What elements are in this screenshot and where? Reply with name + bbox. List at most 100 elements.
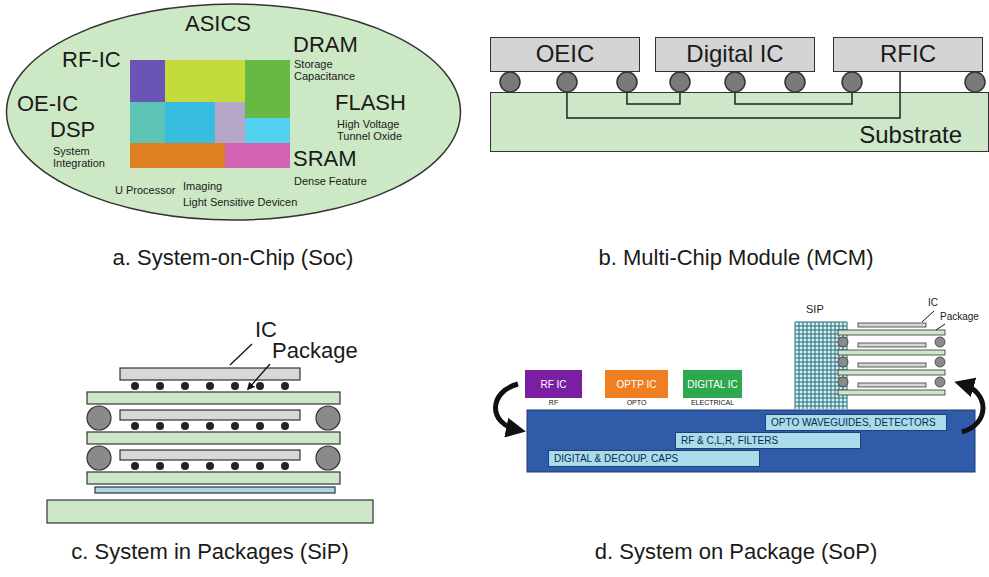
solder-bump (785, 72, 805, 92)
part-label: IC (928, 297, 938, 308)
micro-bump (131, 462, 139, 470)
micro-bump (131, 422, 139, 430)
solder-bump (617, 72, 637, 92)
box-label: OPTP IC (617, 379, 657, 390)
block (215, 102, 245, 143)
block (165, 60, 245, 102)
micro-bump (281, 382, 289, 390)
ic-chip: RF ICRF (525, 370, 582, 398)
micro-bump (181, 462, 189, 470)
solder-ball (935, 377, 945, 387)
sip-stack (47, 368, 373, 523)
adhesive-layer (95, 487, 335, 493)
solder-bump (965, 72, 985, 92)
grid-line (795, 322, 847, 323)
micro-bump (281, 422, 289, 430)
figure-caption: d. System on Package (SoP) (595, 540, 877, 564)
block-name: DRAM (293, 33, 358, 57)
package-board (87, 392, 340, 404)
box-label: Digital IC (686, 41, 783, 67)
micro-bump (181, 382, 189, 390)
ic-die (858, 383, 926, 387)
solder-bump (557, 72, 577, 92)
domain-label: OPTO (627, 399, 647, 407)
ic-die (858, 363, 926, 367)
leader-line (230, 344, 252, 365)
curved-arrow (496, 384, 519, 430)
leader-line (936, 324, 945, 330)
substrate-trace (735, 72, 852, 104)
micro-bump (131, 382, 139, 390)
soc-blocks (130, 60, 290, 168)
grid-line (795, 398, 847, 399)
grid-line (795, 402, 847, 403)
micro-bump (156, 422, 164, 430)
block (130, 102, 165, 143)
block-note: Imaging (183, 180, 222, 192)
micro-bump (256, 422, 264, 430)
package-board (838, 350, 945, 355)
ic-chip: Digital IC (655, 37, 815, 72)
micro-bump (156, 382, 164, 390)
micro-bump (181, 422, 189, 430)
package-board (87, 432, 340, 444)
block-note: Light Sensitive Devicen (183, 196, 297, 208)
block (245, 118, 290, 143)
block (130, 60, 165, 102)
micro-bump (156, 462, 164, 470)
solder-ball (935, 337, 945, 347)
solder-bump (842, 72, 862, 92)
box-label: DIGITAL IC (687, 379, 738, 390)
micro-bump (206, 462, 214, 470)
solder-ball (316, 406, 340, 430)
package-board (838, 390, 945, 395)
package-board (838, 370, 945, 375)
micro-bumps (131, 382, 289, 470)
soc-ellipse: ASICSRF-ICDRAMStorage CapacitanceOE-ICFL… (5, 2, 462, 222)
sop-substrate (527, 410, 975, 472)
box-label: OPTO WAVEGUIDES, DETECTORS (771, 417, 936, 428)
ellipse-shape (7, 4, 461, 220)
block (130, 60, 165, 102)
box-label: RF IC (540, 379, 566, 390)
base-board (47, 500, 373, 523)
micro-bump (281, 462, 289, 470)
block-note: System Integration (53, 145, 115, 169)
package-board (87, 472, 340, 484)
ic-die (120, 410, 300, 420)
grid-line (795, 406, 847, 407)
block-name: RF-IC (62, 48, 121, 72)
block-name: OE-IC (17, 92, 78, 116)
block (245, 118, 290, 143)
solder-ball (87, 406, 111, 430)
ic-die (858, 343, 926, 347)
substrate-trace (567, 72, 900, 118)
box-label: RFIC (880, 41, 936, 67)
block-name: ASICS (185, 12, 251, 36)
figure-caption: a. System-on-Chip (Soc) (113, 246, 354, 270)
solder-ball (838, 377, 848, 387)
block (215, 102, 245, 143)
domain-label: ELECTRICAL (691, 399, 734, 407)
block (130, 143, 225, 168)
part-label: SIP (806, 303, 824, 315)
block (130, 102, 165, 143)
block (130, 143, 225, 168)
substrate: Substrate (490, 92, 989, 152)
figure-caption: b. Multi-Chip Module (MCM) (598, 246, 873, 270)
block (225, 143, 290, 168)
ic-chip: DIGITAL ICELECTRICAL (683, 370, 742, 398)
solder-ball (838, 357, 848, 367)
part-label: Package (940, 311, 979, 322)
block (165, 60, 245, 102)
solder-ball (87, 446, 111, 470)
solder-ball (316, 446, 340, 470)
micro-bump (256, 382, 264, 390)
solder-bump (725, 72, 745, 92)
domain-label: RF (549, 399, 558, 407)
solder-ball (935, 357, 945, 367)
box-label: DIGITAL & DECOUP. CAPS (554, 453, 678, 464)
curved-arrow (962, 384, 983, 432)
box-label: Substrate (859, 122, 962, 148)
